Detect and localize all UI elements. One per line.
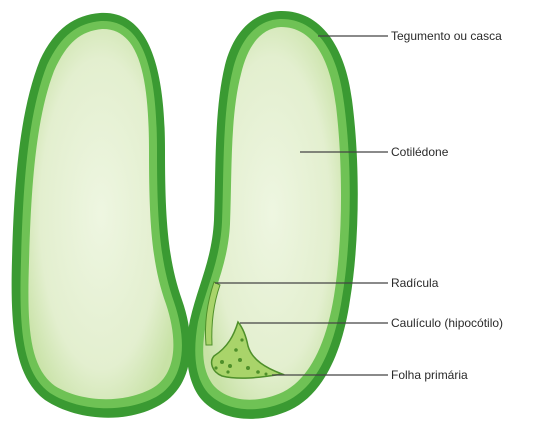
label-cotyledon: Cotilédone <box>391 145 448 159</box>
right-cotyledon-half <box>187 11 358 419</box>
label-radicle: Radícula <box>391 276 438 290</box>
label-seed-coat: Tegumento ou casca <box>391 29 502 43</box>
label-primary-leaf: Folha primária <box>391 368 468 382</box>
left-cotyledon-half <box>12 13 191 418</box>
label-caulicle: Caulículo (hipocótilo) <box>391 316 503 330</box>
